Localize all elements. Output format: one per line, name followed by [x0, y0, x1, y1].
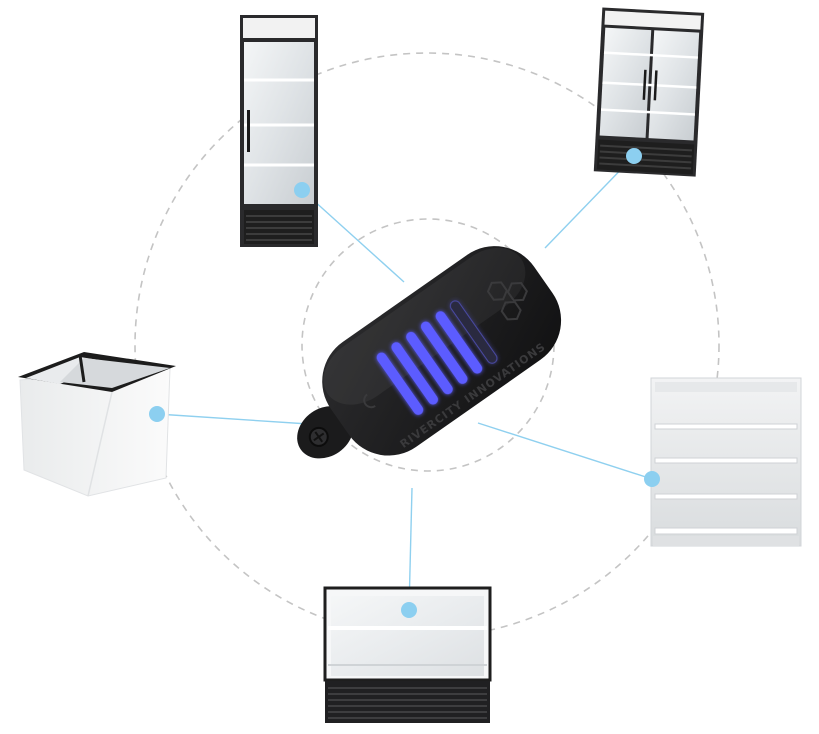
connector-chest-freezer [156, 413, 325, 426]
dot-single-door-fridge [294, 182, 310, 198]
sensor-device: RIVERCITY INNOVATIONS [297, 246, 562, 459]
led-indicator-bars [376, 300, 498, 415]
open-shelf-display-icon [650, 377, 802, 547]
single-door-fridge-icon [240, 15, 318, 247]
dot-open-shelf-display [644, 471, 660, 487]
c-mark-icon [363, 393, 376, 409]
dot-glass-display-case [401, 602, 417, 618]
connection-dots [149, 148, 660, 618]
connector-open-shelf-display [477, 422, 653, 480]
hexagon-logo-icon [486, 281, 528, 321]
double-door-fridge-icon [593, 7, 705, 177]
dot-chest-freezer [149, 406, 165, 422]
chest-freezer-icon [18, 352, 176, 497]
dot-double-door-fridge [626, 148, 642, 164]
connector-single-door-fridge [301, 189, 405, 283]
